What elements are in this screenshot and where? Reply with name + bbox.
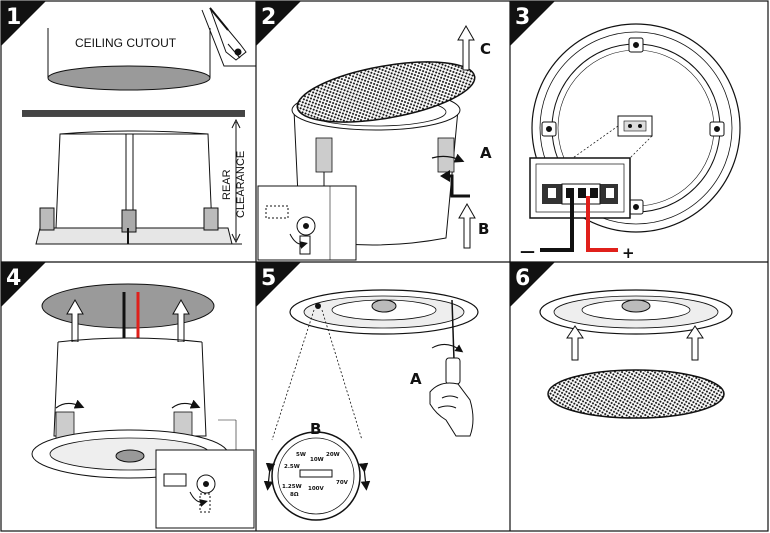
panel-badge-3: 3 — [510, 1, 555, 46]
tap-selector-dial: 10W 20W 5W 2.5W 1.25W 8Ω 100V 70V — [263, 431, 371, 521]
clearance-label: CLEARANCE — [235, 151, 247, 218]
minus-label: — — [520, 242, 535, 260]
svg-text:4: 4 — [6, 266, 21, 291]
dial-100v: 100V — [308, 486, 324, 492]
latch-inset-4 — [155, 419, 255, 529]
grille-disc-6 — [547, 369, 725, 419]
panel-2-remove-grille: C A B — [257, 24, 492, 261]
dial-1-25w: 1.25W — [282, 484, 302, 490]
screwdriver-hand — [429, 299, 474, 437]
grille-disc — [296, 61, 476, 123]
svg-text:1: 1 — [6, 5, 21, 30]
ceiling-hatch — [22, 110, 245, 117]
rear-clearance-dimension — [230, 118, 242, 245]
svg-text:2: 2 — [261, 5, 276, 30]
dial-70v: 70V — [336, 480, 349, 486]
panel-badge-1: 1 — [1, 1, 46, 46]
label-b: B — [478, 220, 489, 238]
panel-badge-2: 2 — [256, 1, 301, 46]
rear-label: REAR — [221, 169, 233, 200]
label-b-5: B — [310, 420, 321, 438]
dial-2-5w: 2.5W — [284, 464, 300, 470]
cutting-tool-inset — [201, 7, 256, 67]
ceiling-cutout-label: CEILING CUTOUT — [75, 36, 177, 50]
up-arrow-b — [458, 202, 476, 249]
panel-1-ceiling-cutout: CEILING CUTOUT — [22, 7, 256, 245]
wire-red — [586, 196, 618, 252]
svg-text:6: 6 — [515, 266, 530, 291]
label-a-5: A — [410, 370, 422, 388]
up-arrow-c — [457, 24, 475, 71]
panel-5-tap-selection: 10W 20W 5W 2.5W 1.25W 8Ω 100V 70V B A — [263, 289, 479, 521]
dial-5w: 5W — [296, 452, 306, 458]
dial-20w: 20W — [326, 452, 340, 458]
panel-3-wiring: — + — [520, 23, 741, 262]
panel-badge-4: 4 — [1, 262, 46, 307]
panel-6-attach-grille — [539, 289, 733, 419]
plus-label: + — [622, 244, 635, 262]
dial-8ohm: 8Ω — [290, 492, 299, 498]
panel-badge-5: 5 — [256, 262, 301, 307]
panel-4-install-can — [31, 283, 255, 529]
label-c: C — [480, 40, 491, 58]
cutout-ellipse — [47, 65, 211, 91]
svg-text:3: 3 — [515, 5, 530, 30]
label-a: A — [480, 144, 492, 162]
svg-text:5: 5 — [261, 266, 276, 291]
panel-badge-6: 6 — [510, 262, 555, 307]
wire-black — [540, 196, 574, 252]
latch-inset — [257, 185, 357, 261]
speaker-can-side — [35, 130, 233, 245]
dial-10w: 10W — [310, 457, 324, 463]
